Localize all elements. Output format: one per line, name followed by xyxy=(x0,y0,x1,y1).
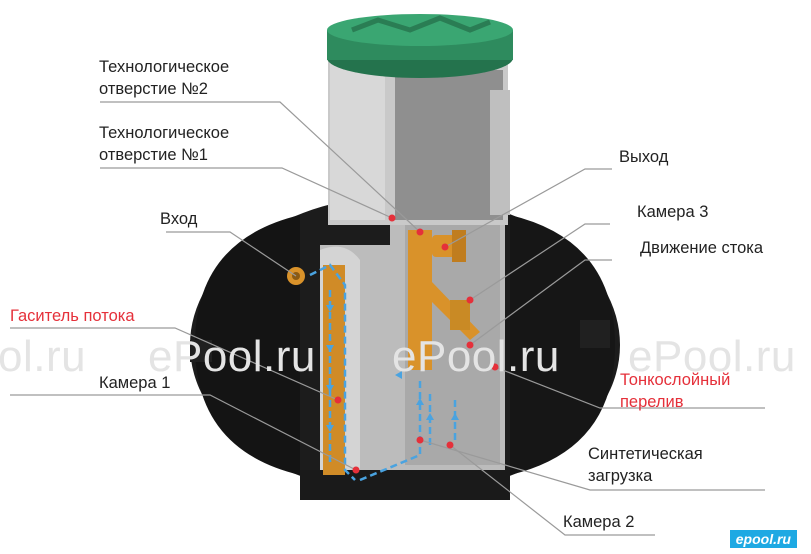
pipework xyxy=(287,230,480,475)
watermark-left: ol.ru xyxy=(0,332,87,381)
marker-flow-damper xyxy=(334,396,342,404)
label-tech-hole-2-line2: отверстие №2 xyxy=(99,80,208,98)
label-chamber-3: Камера 3 xyxy=(637,203,709,221)
watermark-right: ePool.ru xyxy=(628,332,796,381)
marker-tech-hole-2 xyxy=(416,228,424,236)
marker-outlet xyxy=(441,243,449,251)
marker-tech-hole-1 xyxy=(388,214,396,222)
marker-thin-layer xyxy=(491,363,499,371)
red-markers xyxy=(334,214,499,474)
marker-chamber-2 xyxy=(446,441,454,449)
label-tech-hole-2-line1: Технологическое xyxy=(99,58,230,76)
marker-chamber-1 xyxy=(352,466,360,474)
shaft xyxy=(328,55,510,225)
flow-arrowheads xyxy=(326,305,459,432)
marker-chamber-3 xyxy=(466,296,474,304)
watermark-center-left: ePool.ru xyxy=(148,332,316,381)
label-tech-hole-1-line2: отверстие №1 xyxy=(99,146,208,164)
green-lid xyxy=(327,14,513,78)
label-flow-damper: Гаситель потока xyxy=(10,307,135,325)
corner-watermark: epool.ru xyxy=(729,530,797,548)
label-chamber-1: Камера 1 xyxy=(99,374,171,392)
label-inlet: Вход xyxy=(160,210,198,228)
label-synthetic-line1: Синтетическая xyxy=(588,445,703,463)
marker-flow-movement xyxy=(466,341,474,349)
label-tech-hole-1-line1: Технологическое xyxy=(99,124,230,142)
label-thin-layer-line1: Тонкослойный xyxy=(620,371,731,389)
label-chamber-2: Камера 2 xyxy=(563,513,635,531)
label-flow-movement: Движение стока xyxy=(640,239,764,257)
watermark-center-right: ePool.ru xyxy=(392,332,560,381)
label-synthetic-line2: загрузка xyxy=(588,467,653,485)
label-thin-layer-line2: перелив xyxy=(620,393,684,411)
marker-synthetic xyxy=(416,436,424,444)
leader-lines xyxy=(10,101,765,536)
label-outlet: Выход xyxy=(619,148,669,166)
